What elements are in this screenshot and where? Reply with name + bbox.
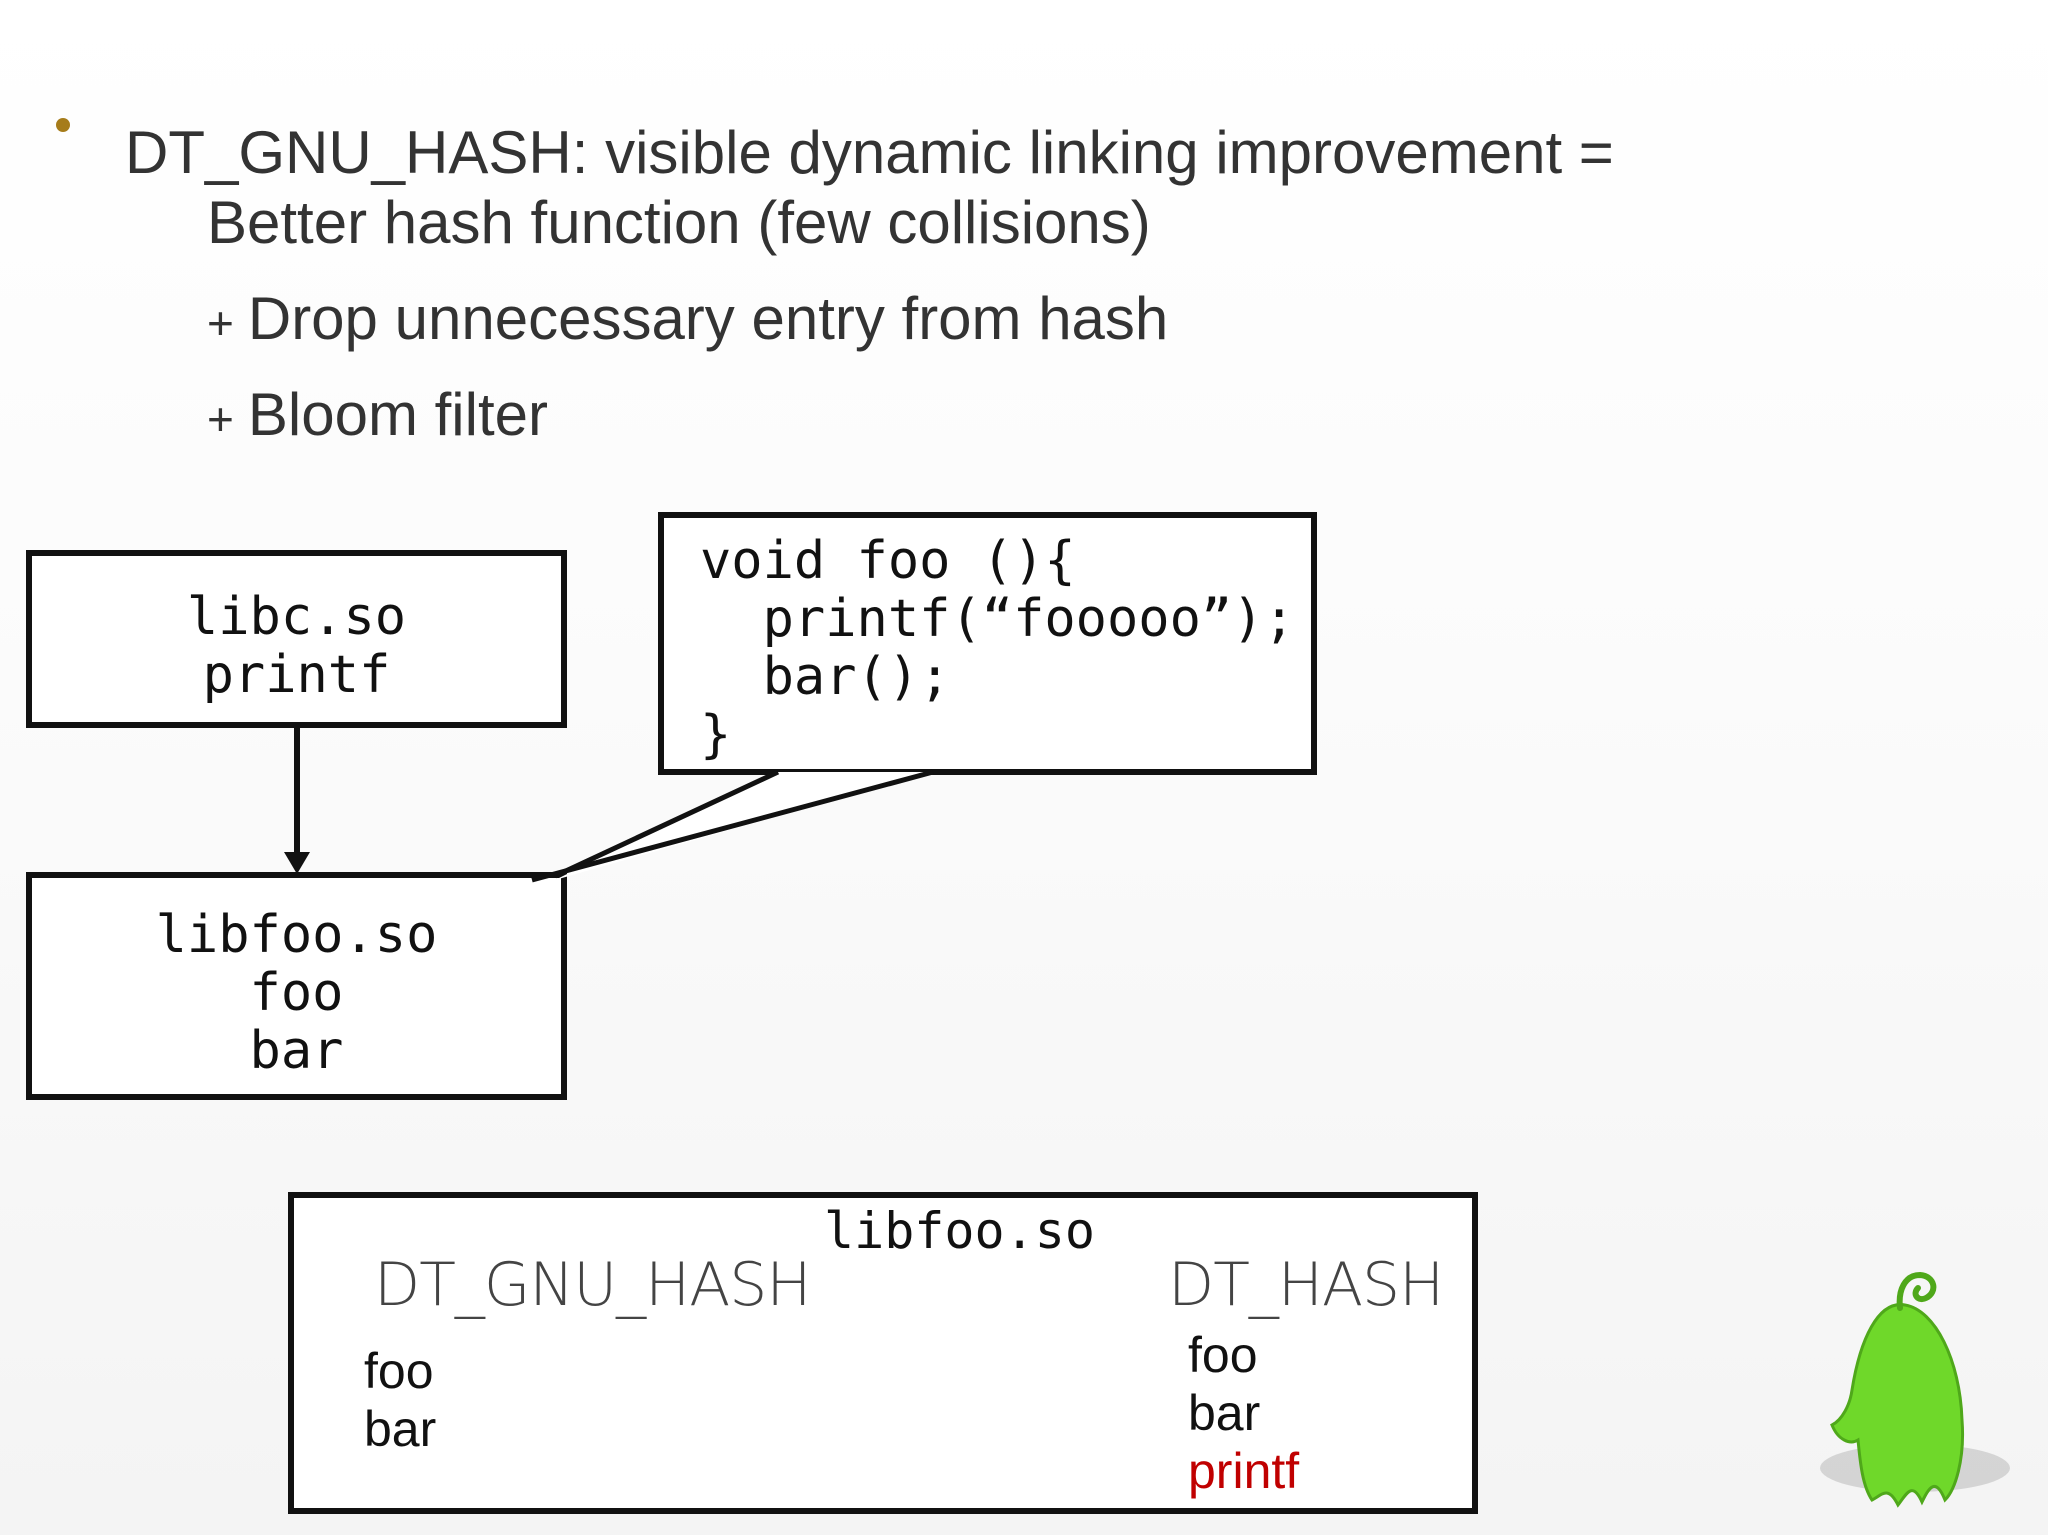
libfoo-lib-name: libfoo.so — [155, 905, 438, 965]
bullet-title: DT_GNU_HASH: visible dynamic linking imp… — [125, 119, 1614, 186]
bullet-line-1: Better hash function (few collisions) — [207, 189, 1151, 256]
bullet-dot-icon — [56, 118, 70, 132]
libc-symbol: printf — [202, 645, 391, 705]
plus-sign: + — [207, 393, 234, 445]
libfoo-symbol-bar: bar — [249, 1021, 344, 1081]
code-line-3: bar(); — [700, 647, 951, 707]
gnu-hash-entry-foo: foo — [364, 1343, 434, 1399]
libfoo-symbol-foo: foo — [249, 963, 344, 1023]
libfoo-box: libfoo.so foo bar — [26, 872, 567, 1100]
bullet-line-3-text: Bloom filter — [247, 381, 548, 448]
gnu-hash-entry-bar: bar — [364, 1401, 437, 1457]
dt-hash-entry-bar: bar — [1188, 1385, 1261, 1441]
libc-box: libc.so printf — [26, 550, 567, 728]
hash-table-lib-name: libfoo.so — [824, 1202, 1095, 1260]
code-line-2: printf(“fooooo”); — [700, 589, 1295, 649]
dt-hash-entry-printf: printf — [1188, 1443, 1300, 1499]
dt-hash-entry-foo: foo — [1188, 1327, 1258, 1383]
code-line-1: void foo (){ — [700, 531, 1076, 591]
bullet-line-2: +Drop unnecessary entry from hash — [207, 284, 1168, 358]
hash-table-box: libfoo.so DT_GNU_HASH foo bar DT_HASH fo… — [288, 1192, 1478, 1514]
bullet-line-3: +Bloom filter — [207, 380, 548, 454]
gnu-hash-heading: DT_GNU_HASH — [374, 1250, 812, 1320]
libc-lib-name: libc.so — [186, 587, 407, 647]
plus-sign: + — [207, 297, 234, 349]
arrow-head-icon — [284, 852, 310, 874]
dt-hash-heading: DT_HASH — [1168, 1250, 1444, 1320]
bullet-line-2-text: Drop unnecessary entry from hash — [247, 285, 1169, 352]
code-bubble: void foo (){ printf(“fooooo”); bar(); } — [658, 512, 1317, 775]
code-line-4: } — [700, 705, 732, 765]
